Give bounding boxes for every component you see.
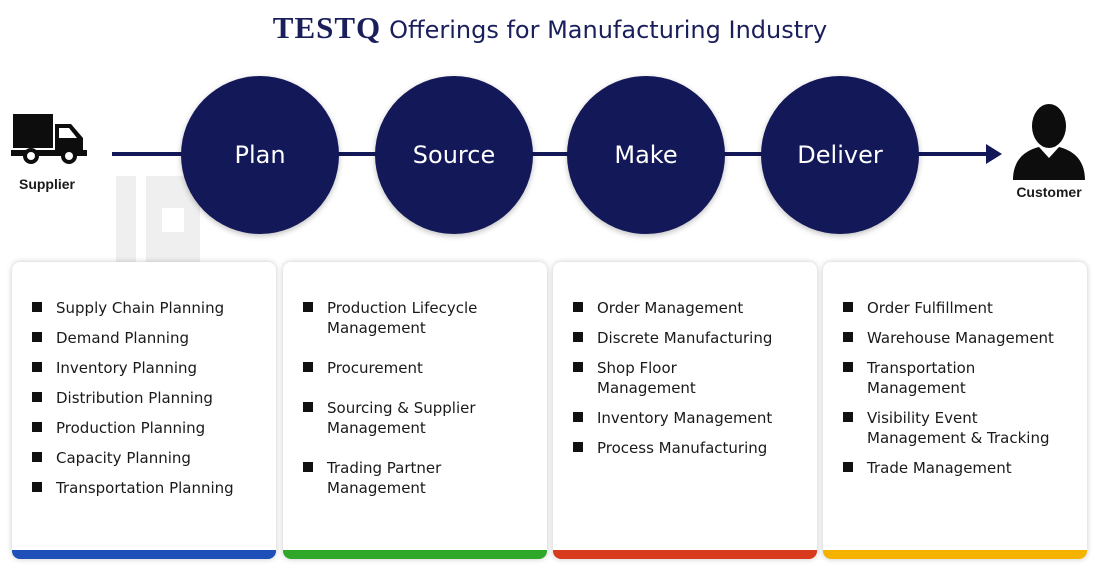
- make-card: Order Management Discrete Manufacturing …: [553, 262, 817, 559]
- deliver-card: Order Fulfillment Warehouse Management T…: [823, 262, 1087, 559]
- list-item: Procurement: [303, 358, 507, 378]
- list-item: Transportation Management: [843, 358, 1003, 398]
- source-color-bar: [283, 550, 547, 559]
- list-item: Demand Planning: [32, 328, 268, 348]
- person-icon: [1013, 104, 1085, 180]
- list-item: Transportation Planning: [32, 478, 268, 498]
- make-list: Order Management Discrete Manufacturing …: [573, 298, 809, 468]
- stage-source: Source: [375, 76, 533, 234]
- list-item: Order Fulfillment: [843, 298, 1079, 318]
- list-item: Shop Floor Management: [573, 358, 713, 398]
- flow-line: [112, 152, 990, 156]
- list-item: Trading Partner Management: [303, 458, 507, 498]
- list-item: Production Planning: [32, 418, 268, 438]
- stage-deliver: Deliver: [761, 76, 919, 234]
- list-item: Process Manufacturing: [573, 438, 809, 458]
- list-item: Trade Management: [843, 458, 1079, 478]
- list-item: Capacity Planning: [32, 448, 268, 468]
- list-item: Production Lifecycle Management: [303, 298, 507, 338]
- supplier-label: Supplier: [18, 176, 75, 192]
- flow-arrowhead-icon: [986, 144, 1002, 164]
- truck-icon: [11, 114, 87, 164]
- customer-label: Customer: [1016, 184, 1082, 200]
- stage-plan: Plan: [181, 76, 339, 234]
- list-item: Distribution Planning: [32, 388, 268, 408]
- deliver-color-bar: [823, 550, 1087, 559]
- list-item: Visibility Event Management & Tracking: [843, 408, 1073, 448]
- brand-name: TESTQ: [272, 10, 382, 45]
- title-text: Offerings for Manufacturing Industry: [389, 16, 828, 44]
- list-item: Sourcing & Supplier Management: [303, 398, 507, 438]
- stage-make: Make: [567, 76, 725, 234]
- make-color-bar: [553, 550, 817, 559]
- list-item: Order Management: [573, 298, 809, 318]
- list-item: Supply Chain Planning: [32, 298, 268, 318]
- list-item: Inventory Management: [573, 408, 809, 428]
- deliver-list: Order Fulfillment Warehouse Management T…: [843, 298, 1079, 488]
- source-list: Production Lifecycle Management Procurem…: [303, 298, 507, 518]
- plan-color-bar: [12, 550, 276, 559]
- source-card: Production Lifecycle Management Procurem…: [283, 262, 547, 559]
- plan-list: Supply Chain Planning Demand Planning In…: [32, 298, 268, 508]
- plan-card: Supply Chain Planning Demand Planning In…: [12, 262, 276, 559]
- list-item: Warehouse Management: [843, 328, 1079, 348]
- list-item: Inventory Planning: [32, 358, 268, 378]
- list-item: Discrete Manufacturing: [573, 328, 809, 348]
